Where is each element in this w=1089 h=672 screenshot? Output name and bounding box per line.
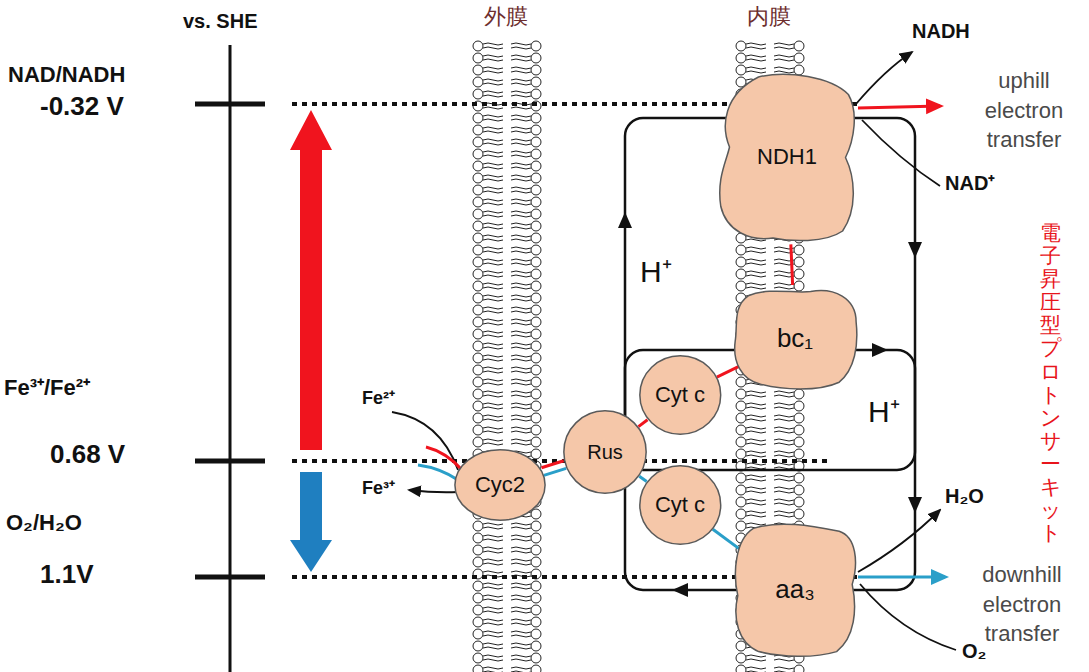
- axis-tick: [195, 575, 265, 580]
- protein-complex: aa₃: [730, 520, 860, 660]
- arrowhead: [618, 212, 632, 228]
- electron-transfer-line: [639, 476, 646, 481]
- protein-outline: [735, 291, 857, 389]
- redox-couple: NAD/NADH: [8, 62, 125, 87]
- protein-label: Rus: [587, 441, 623, 464]
- downhill-arrow: [290, 472, 332, 572]
- protein-complex: bc₁: [730, 285, 860, 393]
- annotation: uphill electron transfer: [962, 66, 1086, 155]
- redox-couple: O₂/H₂O: [6, 510, 82, 535]
- axis-ticks: [195, 104, 265, 577]
- potential-value: 0.68 V: [50, 440, 125, 470]
- leader-arrow: [409, 490, 458, 492]
- molecule-label: NADH: [912, 20, 970, 43]
- ion-label: Fe³⁺: [362, 478, 395, 499]
- arrowhead: [908, 242, 922, 258]
- electron-path: [858, 576, 945, 579]
- protein-outline: [719, 74, 854, 240]
- protein-label: Cyc2: [475, 472, 525, 497]
- axis-title: vs. SHE: [183, 10, 257, 33]
- protein-outline: [640, 356, 721, 434]
- protein-label: Cyt c: [655, 492, 705, 517]
- annotation: downhill electron transfer: [958, 560, 1086, 649]
- membrane-label: 内膜: [747, 4, 791, 29]
- leader-line: [860, 584, 956, 650]
- molecule-label: NAD⁺: [945, 172, 995, 195]
- protein-label: Cyt c: [655, 382, 705, 407]
- reaction-leaders: [392, 52, 956, 650]
- membrane-label: 外膜: [484, 4, 528, 29]
- protein-outline: [455, 450, 545, 521]
- protein-complex: NDH1: [715, 70, 860, 245]
- protein-complex: Cyt c: [639, 355, 722, 435]
- protein-complex: Rus: [563, 410, 647, 494]
- leader-arrow: [856, 52, 912, 104]
- arrowhead: [672, 583, 688, 597]
- leader-line: [392, 412, 458, 470]
- protein-outline: [640, 466, 721, 544]
- protein-label: NDH1: [757, 144, 817, 169]
- axis-tick: [195, 459, 265, 464]
- molecule-label: H₂O: [945, 485, 984, 508]
- axis-tick: [195, 102, 265, 107]
- electron-transfer-line: [544, 468, 566, 475]
- electron-path: [418, 465, 458, 480]
- vertical-title: 電子昇圧型プロトンサーキット: [1040, 222, 1061, 545]
- electron-transfer-line: [638, 420, 647, 427]
- protein-label: aa₃: [775, 575, 815, 605]
- potential-value: 1.1V: [40, 560, 94, 590]
- proton-label: H⁺: [868, 395, 900, 430]
- protein-complex: Cyt c: [639, 465, 722, 545]
- proton-label: H⁺: [640, 255, 672, 290]
- leader-line: [862, 120, 940, 186]
- leader-arrow: [858, 510, 940, 572]
- protein-outline: [564, 411, 646, 493]
- electron-transfer-line: [717, 366, 739, 377]
- arrowhead: [908, 497, 922, 513]
- protein-label: bc₁: [777, 324, 813, 354]
- electron-path: [858, 106, 940, 108]
- protein-outline: [735, 524, 855, 656]
- electron-transfer-line: [713, 529, 742, 550]
- uphill-arrow: [290, 110, 332, 450]
- molecule-label: O₂: [962, 640, 986, 663]
- potential-value: -0.32 V: [40, 92, 124, 122]
- electron-transfer-line: [791, 244, 793, 285]
- ion-label: Fe²⁺: [362, 388, 395, 409]
- arrowhead: [872, 343, 888, 357]
- redox-couple: Fe³⁺/Fe²⁺: [4, 375, 90, 400]
- electron-transfer-line: [541, 461, 563, 468]
- protein-complex: Cyc2: [454, 449, 546, 521]
